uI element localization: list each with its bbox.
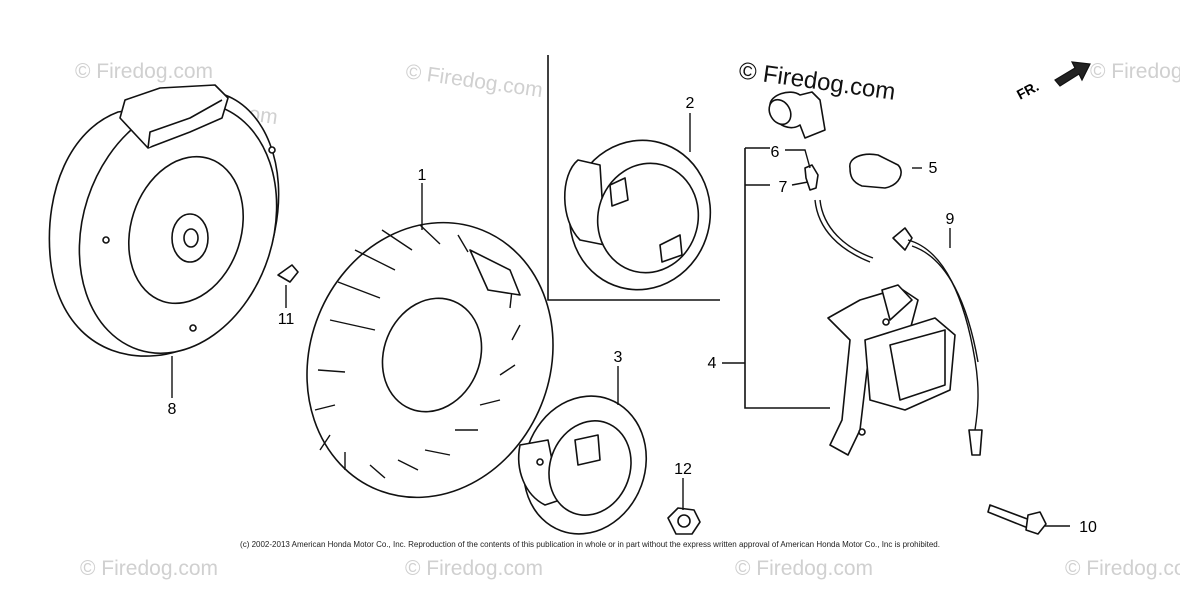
cooling-fan-part-1 (306, 221, 554, 499)
ignition-cord (814, 199, 871, 263)
flywheel-part-8 (48, 84, 280, 357)
callout-5: 5 (929, 160, 938, 177)
part-4-group-bracket (744, 148, 830, 409)
watermark: © Firedog.com (75, 60, 213, 83)
watermark: © Firedog.com (404, 60, 544, 102)
callout-12: 12 (674, 461, 692, 478)
nut-part-12 (667, 507, 701, 535)
plug-cap-part-6 (768, 91, 826, 139)
leader-lines (171, 113, 1070, 527)
part-4-bracket-ticks (745, 147, 770, 186)
watermark: © Firedog.com (80, 557, 218, 580)
callout-7: 7 (779, 179, 788, 196)
woodruff-key-part-11 (277, 264, 299, 283)
watermark: © Firedog.com (735, 557, 873, 580)
callout-6: 6 (771, 144, 780, 161)
cover-part-2 (563, 139, 712, 291)
grommet-part-5 (849, 153, 902, 189)
callout-10: 10 (1079, 519, 1097, 536)
callout-1: 1 (418, 167, 427, 184)
front-direction-indicator: FR. (1014, 61, 1091, 103)
stop-wire-part-9 (892, 227, 983, 456)
callout-8: 8 (168, 401, 177, 418)
direction-label: FR. (1014, 78, 1041, 103)
callout-11: 11 (278, 311, 295, 328)
terminal-part-7 (804, 164, 819, 191)
ignition-coil-part-4 (827, 284, 956, 456)
watermark: © Firedog.com (405, 557, 543, 580)
callout-3: 3 (614, 349, 623, 366)
copyright-notice: (c) 2002-2013 American Honda Motor Co., … (240, 540, 940, 549)
callout-4: 4 (708, 355, 717, 372)
watermark: © Firedog.com (1065, 557, 1180, 580)
direction-arrow-icon (1054, 61, 1091, 87)
callout-9: 9 (946, 211, 955, 228)
ignition-cord-edge (819, 199, 874, 259)
part-2-group-frame (547, 55, 720, 301)
callout-2: 2 (686, 95, 695, 112)
watermark: © Firedog.com (1090, 60, 1180, 83)
pulley-part-3 (518, 395, 648, 535)
bolt-part-10 (987, 504, 1047, 535)
